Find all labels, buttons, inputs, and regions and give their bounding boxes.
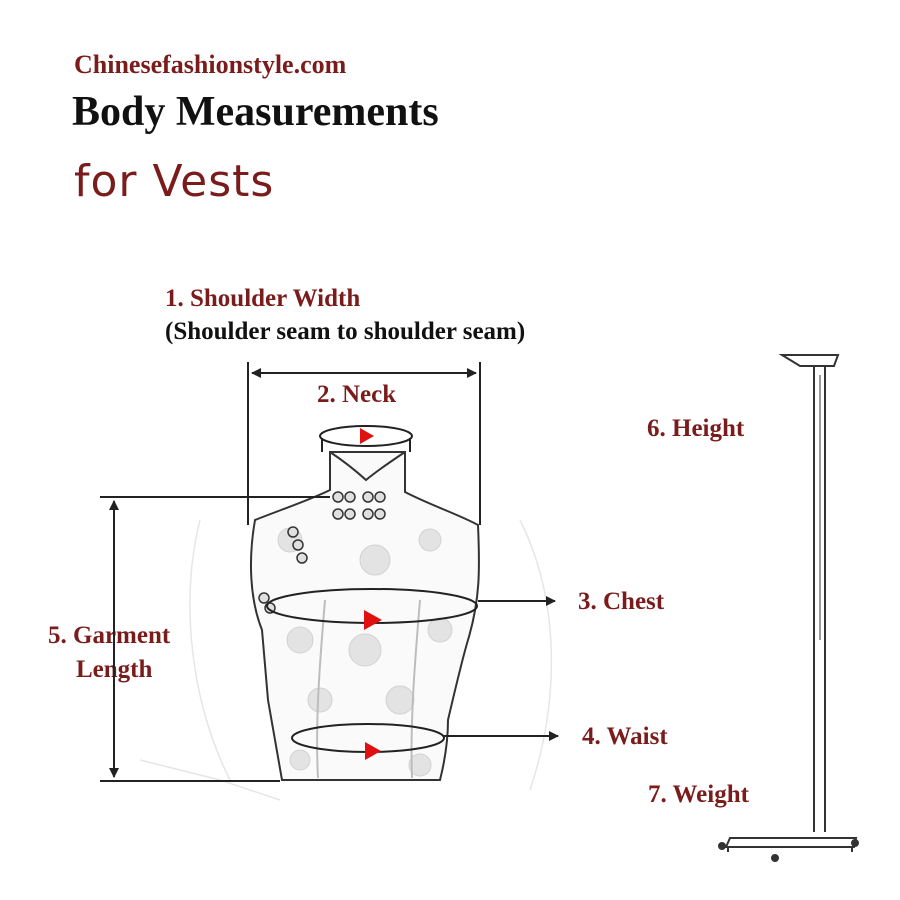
site-name: Chinesefashionstyle.com: [74, 50, 347, 79]
label-waist: 4. Waist: [582, 723, 668, 750]
label-shoulder-width: 1. Shoulder Width: [165, 285, 361, 312]
neck-measure-loop: [319, 425, 413, 452]
label-height: 6. Height: [647, 415, 745, 442]
waist-marker: [365, 742, 381, 760]
label-neck: 2. Neck: [317, 381, 397, 408]
page-title: Body Measurements: [72, 89, 439, 135]
label-chest: 3. Chest: [578, 588, 665, 615]
garment-length-measure: [100, 496, 330, 782]
chest-measure-loop: [266, 588, 556, 630]
label-weight: 7. Weight: [648, 781, 749, 808]
neck-marker: [360, 428, 374, 444]
waist-measure-loop: [291, 723, 559, 760]
height-stand-icon: [778, 354, 840, 832]
chest-marker: [364, 610, 382, 630]
weight-scale-icon: [718, 837, 859, 862]
label-shoulder-width-note: (Shoulder seam to shoulder seam): [165, 318, 526, 345]
page-subtitle: for Vests: [74, 156, 275, 207]
